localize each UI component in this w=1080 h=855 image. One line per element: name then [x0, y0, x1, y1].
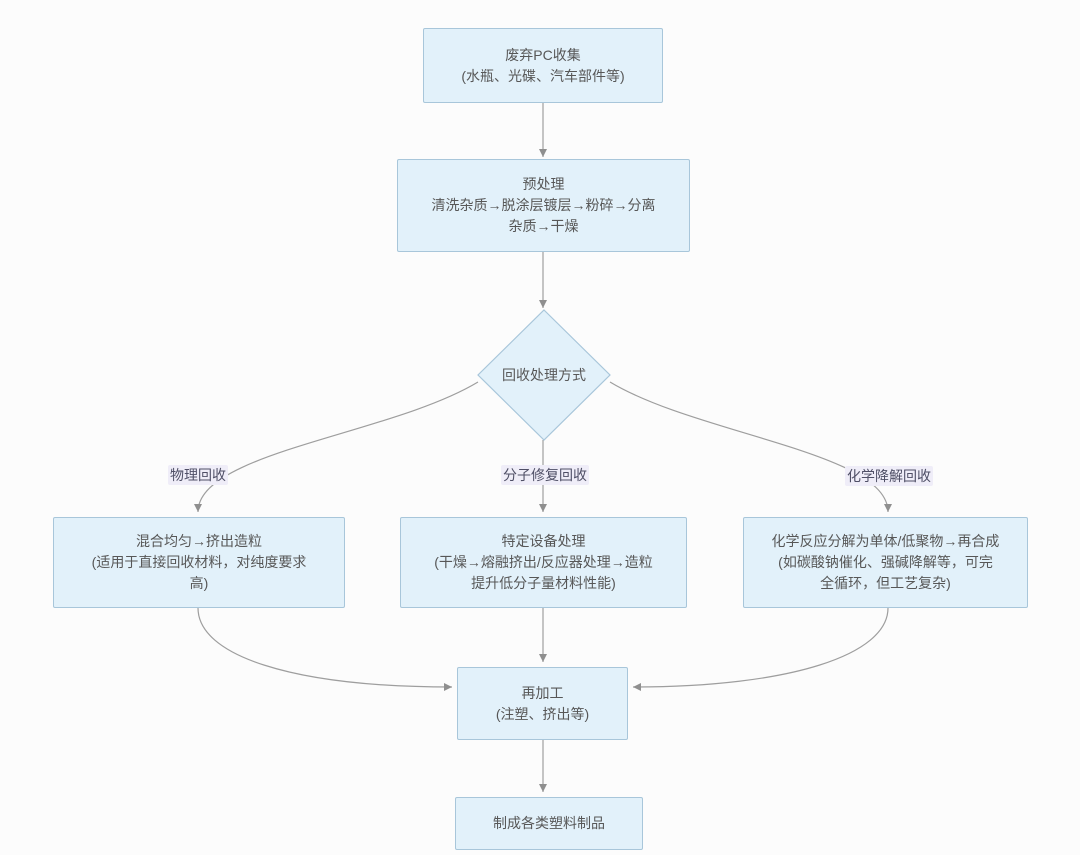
- node-chemical-line: (如碳酸钠催化、强碱降解等，可完: [778, 554, 993, 570]
- node-pretreat-line: 杂质→干燥: [508, 218, 579, 234]
- node-molecular-line: (干燥→熔融挤出/反应器处理→造粒: [434, 554, 653, 570]
- node-reprocess: 再加工 (注塑、挤出等): [457, 667, 628, 740]
- node-collect-line: 废弃PC收集: [505, 46, 581, 63]
- edge-label-chemical: 化学降解回收: [845, 466, 933, 486]
- edge-physical-reprocess: [197, 607, 453, 691]
- node-collect-line: (水瓶、光碟、汽车部件等): [461, 67, 625, 84]
- edge-decision-chemical: [609, 381, 892, 513]
- node-physical: 混合均匀→挤出造粒 (适用于直接回收材料，对纯度要求 高): [53, 517, 345, 608]
- node-molecular-line: 提升低分子量材料性能): [471, 575, 616, 591]
- node-product-line: 制成各类塑料制品: [493, 815, 605, 831]
- node-physical-line: 高): [189, 575, 209, 591]
- node-pretreat-line: 预处理: [522, 176, 565, 192]
- node-chemical-line: 化学反应分解为单体/低聚物→再合成: [771, 533, 1000, 549]
- edge-chemical-reprocess: [632, 607, 889, 691]
- edge-label-physical: 物理回收: [168, 465, 228, 485]
- node-chemical: 化学反应分解为单体/低聚物→再合成 (如碳酸钠催化、强碱降解等，可完 全循环，但…: [743, 517, 1028, 608]
- node-physical-line: 混合均匀→挤出造粒: [136, 533, 262, 549]
- node-pretreat-line: 清洗杂质→脱涂层镀层→粉碎→分离: [431, 197, 656, 213]
- node-product: 制成各类塑料制品: [455, 797, 643, 850]
- node-chemical-line: 全循环，但工艺复杂): [820, 575, 951, 591]
- node-reprocess-line: (注塑、挤出等): [495, 705, 590, 722]
- node-physical-line: (适用于直接回收材料，对纯度要求: [91, 554, 307, 570]
- node-molecular-line: 特定设备处理: [501, 533, 586, 549]
- edge-label-molecular: 分子修复回收: [501, 465, 589, 485]
- decision-diamond-shape: [477, 309, 611, 441]
- node-decision-label: 回收处理方式: [502, 367, 586, 383]
- node-molecular: 特定设备处理 (干燥→熔融挤出/反应器处理→造粒 提升低分子量材料性能): [400, 517, 687, 608]
- edge-decision-physical: [194, 381, 479, 513]
- node-reprocess-line: 再加工: [521, 684, 564, 701]
- node-collect: 废弃PC收集 (水瓶、光碟、汽车部件等): [423, 28, 663, 103]
- node-pretreat: 预处理 清洗杂质→脱涂层镀层→粉碎→分离 杂质→干燥: [397, 159, 690, 252]
